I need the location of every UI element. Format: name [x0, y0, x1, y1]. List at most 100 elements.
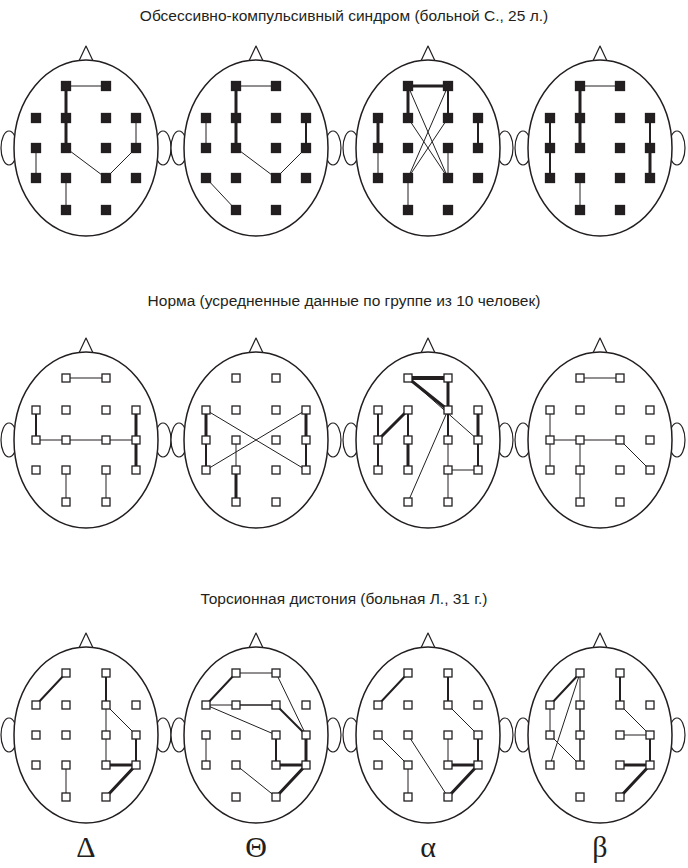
electrode: [404, 174, 413, 183]
coherence-link: [580, 470, 581, 502]
electrode: [232, 436, 240, 444]
coherence-link: [106, 470, 107, 502]
electrode: [646, 174, 655, 183]
coherence-link: [447, 673, 449, 705]
coherence-link: [206, 410, 306, 470]
electrode: [546, 701, 554, 709]
electrode: [404, 498, 412, 506]
electrode: [62, 466, 70, 474]
electrode: [32, 701, 40, 709]
coherence-link: [206, 673, 236, 705]
electrode: [232, 174, 241, 183]
electrode: [404, 374, 412, 382]
head-map: [343, 338, 513, 528]
electrode: [202, 114, 211, 123]
electrode: [444, 436, 452, 444]
electrode: [302, 114, 311, 123]
electrode: [576, 406, 584, 414]
band-label: Δ: [56, 830, 116, 864]
electrode: [272, 436, 280, 444]
electrode: [576, 114, 585, 123]
electrode: [62, 144, 71, 153]
coherence-link: [408, 410, 448, 502]
coherence-link: [276, 765, 306, 797]
electrode: [62, 174, 71, 183]
electrode: [616, 761, 624, 769]
electrode: [272, 731, 280, 739]
electrode: [62, 731, 70, 739]
electrode: [132, 436, 140, 444]
electrode: [576, 82, 585, 91]
coherence-link: [408, 86, 448, 178]
electrode: [232, 144, 241, 153]
electrode: [444, 406, 452, 414]
coherence-link: [66, 86, 106, 87]
coherence-link: [580, 378, 620, 379]
electrode: [272, 793, 280, 801]
electrode: [646, 761, 654, 769]
coherence-link: [235, 470, 238, 502]
electrode: [62, 793, 70, 801]
electrode: [616, 406, 624, 414]
electrode: [272, 114, 281, 123]
head-outline: [184, 352, 328, 528]
electrode: [232, 498, 240, 506]
electrode: [616, 374, 624, 382]
coherence-link: [206, 705, 276, 735]
electrode: [202, 436, 210, 444]
electrode: [474, 114, 483, 123]
electrode: [404, 793, 412, 801]
electrode: [232, 406, 240, 414]
coherence-link: [106, 765, 136, 797]
electrode: [272, 374, 280, 382]
group-title: Норма (усредненные данные по группе из 1…: [0, 291, 688, 311]
group-title: Обсессивно-компульсивный синдром (больно…: [0, 6, 688, 26]
electrode: [404, 406, 412, 414]
electrode: [646, 406, 654, 414]
electrode: [32, 731, 40, 739]
electrode: [132, 731, 140, 739]
head-outline: [184, 60, 328, 236]
band-label: Θ: [226, 830, 286, 864]
electrode: [616, 82, 625, 91]
electrode: [302, 406, 310, 414]
coherence-link: [447, 378, 450, 410]
electrode: [444, 761, 452, 769]
electrode: [546, 436, 554, 444]
electrode: [404, 114, 413, 123]
electrode: [616, 114, 625, 123]
electrode: [404, 206, 413, 215]
head-outline: [528, 60, 672, 236]
electrode: [576, 498, 584, 506]
electrode: [102, 374, 110, 382]
electrode: [474, 436, 482, 444]
electrode: [576, 174, 585, 183]
electrode: [302, 761, 310, 769]
electrode: [474, 701, 482, 709]
coherence-link: [236, 673, 276, 674]
electrode: [646, 701, 654, 709]
electrode: [646, 114, 655, 123]
coherence-link: [408, 376, 448, 380]
coherence-link: [36, 673, 66, 705]
electrode: [576, 374, 584, 382]
coherence-link: [550, 673, 580, 765]
electrode: [102, 466, 110, 474]
electrode: [616, 174, 625, 183]
electrode: [232, 466, 240, 474]
electrode: [272, 701, 280, 709]
electrode: [646, 731, 654, 739]
electrode: [646, 144, 655, 153]
electrode: [232, 374, 240, 382]
electrode: [132, 114, 141, 123]
electrode: [374, 466, 382, 474]
electrode: [32, 406, 40, 414]
head-outline: [356, 647, 500, 823]
electrode: [404, 731, 412, 739]
electrode: [576, 731, 584, 739]
electrode: [232, 793, 240, 801]
head-map: [515, 633, 685, 823]
electrode: [62, 669, 70, 677]
electrode: [232, 669, 240, 677]
coherence-link: [408, 85, 448, 88]
